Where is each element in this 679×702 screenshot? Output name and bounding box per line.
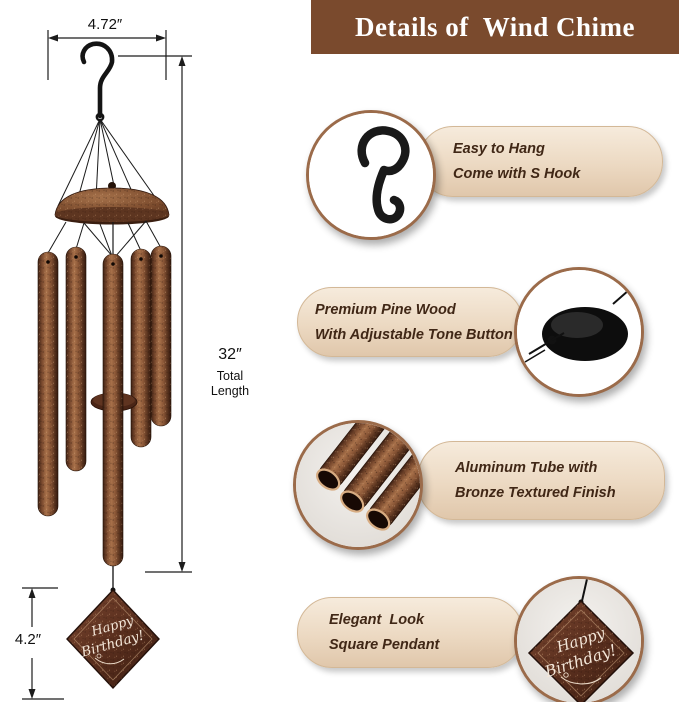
feature-line: Aluminum Tube with: [455, 460, 598, 476]
tube: [130, 248, 152, 448]
feature-line: Come with S Hook: [453, 166, 581, 182]
pendant-flower-doodle: [94, 657, 125, 665]
pendant-icon: Happy Birthday!: [527, 579, 635, 702]
pendant-dimension-lines: [22, 587, 64, 700]
pendant-flower-doodle: [560, 676, 602, 685]
feature-square-pendant: Elegant Look Square Pendant: [297, 597, 523, 668]
length-value: 32″: [218, 346, 242, 363]
feature-line: Premium Pine Wood: [315, 301, 456, 318]
s-hook-icon: [80, 41, 115, 122]
wind-chime-drawing: Happy Birthday!: [22, 30, 192, 700]
tube: [102, 253, 124, 567]
tube-strings: [47, 220, 162, 258]
length-dimension-lines: [118, 55, 192, 573]
photo-tubes: [293, 420, 423, 550]
tube: [150, 245, 172, 427]
feature-line: Square Pendant: [329, 637, 440, 653]
feature-easy-hang: Easy to Hang Come with S Hook: [418, 126, 663, 197]
pendant-dimension-label: 4.2″: [14, 631, 42, 648]
s-hook-icon: [357, 126, 410, 224]
width-dimension-label: 4.72″: [87, 16, 123, 33]
page-title: Details of Wind Chime: [311, 0, 679, 54]
feature-line: With Adjustable Tone Button: [315, 326, 513, 343]
length-dimension-label: 32″ Total Length: [196, 346, 264, 398]
tube: [37, 251, 59, 517]
chime-tubes: [37, 245, 172, 567]
photo-pendant: Happy Birthday!: [514, 576, 644, 702]
bronze-tubes-icon: [316, 423, 420, 531]
square-pendant: Happy Birthday!: [66, 587, 160, 690]
wood-top-icon: [524, 289, 630, 363]
feature-line: Bronze Textured Finish: [455, 485, 616, 501]
feature-pine-wood: Premium Pine Wood With Adjustable Tone B…: [297, 287, 523, 357]
width-dimension-lines: [47, 30, 167, 80]
wood-dome: [54, 182, 170, 225]
wind-chime-illustration: Happy Birthday! 4.72″ 32″ Total Length 4…: [0, 0, 310, 702]
feature-line: Easy to Hang: [453, 141, 545, 157]
photo-wood-top: [514, 267, 644, 397]
tube: [65, 246, 87, 472]
feature-line: Elegant Look: [329, 612, 425, 628]
length-caption: Total Length: [210, 369, 250, 398]
photo-s-hook: [306, 110, 436, 240]
feature-aluminum-tube: Aluminum Tube with Bronze Textured Finis…: [418, 441, 665, 520]
